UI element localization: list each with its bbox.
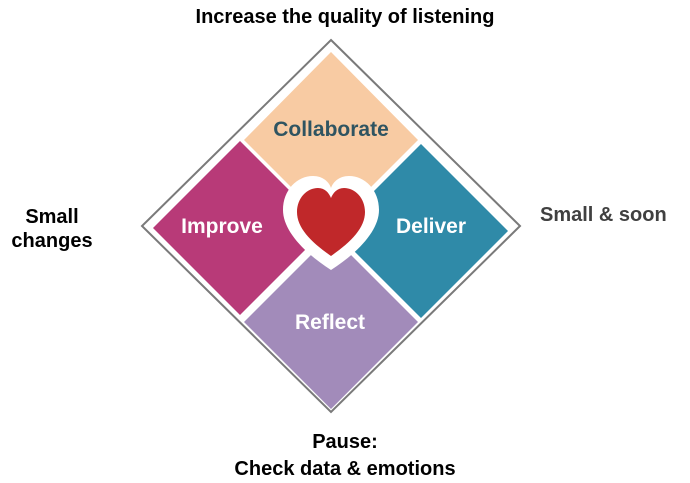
quadrant-label-collaborate: Collaborate	[273, 118, 389, 141]
left-axis-label-line1: Small	[25, 206, 79, 228]
left-axis-label-line2: changes	[11, 230, 93, 252]
quadrant-label-improve: Improve	[181, 215, 263, 238]
quadrant-deliver	[334, 144, 508, 318]
top-axis-label: Increase the quality of listening	[195, 6, 495, 28]
quadrant-label-reflect: Reflect	[295, 311, 365, 334]
heart-shape	[297, 188, 365, 256]
heart-icon	[283, 176, 379, 270]
bottom-axis-label-line2: Check data & emotions	[234, 458, 456, 480]
quadrant-improve	[153, 141, 327, 315]
bottom-axis-label-line1: Pause:	[312, 431, 378, 453]
bottom-axis-label: Pause: Check data & emotions	[0, 429, 690, 483]
right-axis-label: Small & soon	[540, 204, 667, 226]
left-axis-label: Small changes	[4, 205, 100, 253]
quadrant-label-deliver: Deliver	[396, 215, 466, 238]
quadrant-reflect	[244, 235, 418, 409]
quadrant-collaborate	[244, 52, 418, 227]
